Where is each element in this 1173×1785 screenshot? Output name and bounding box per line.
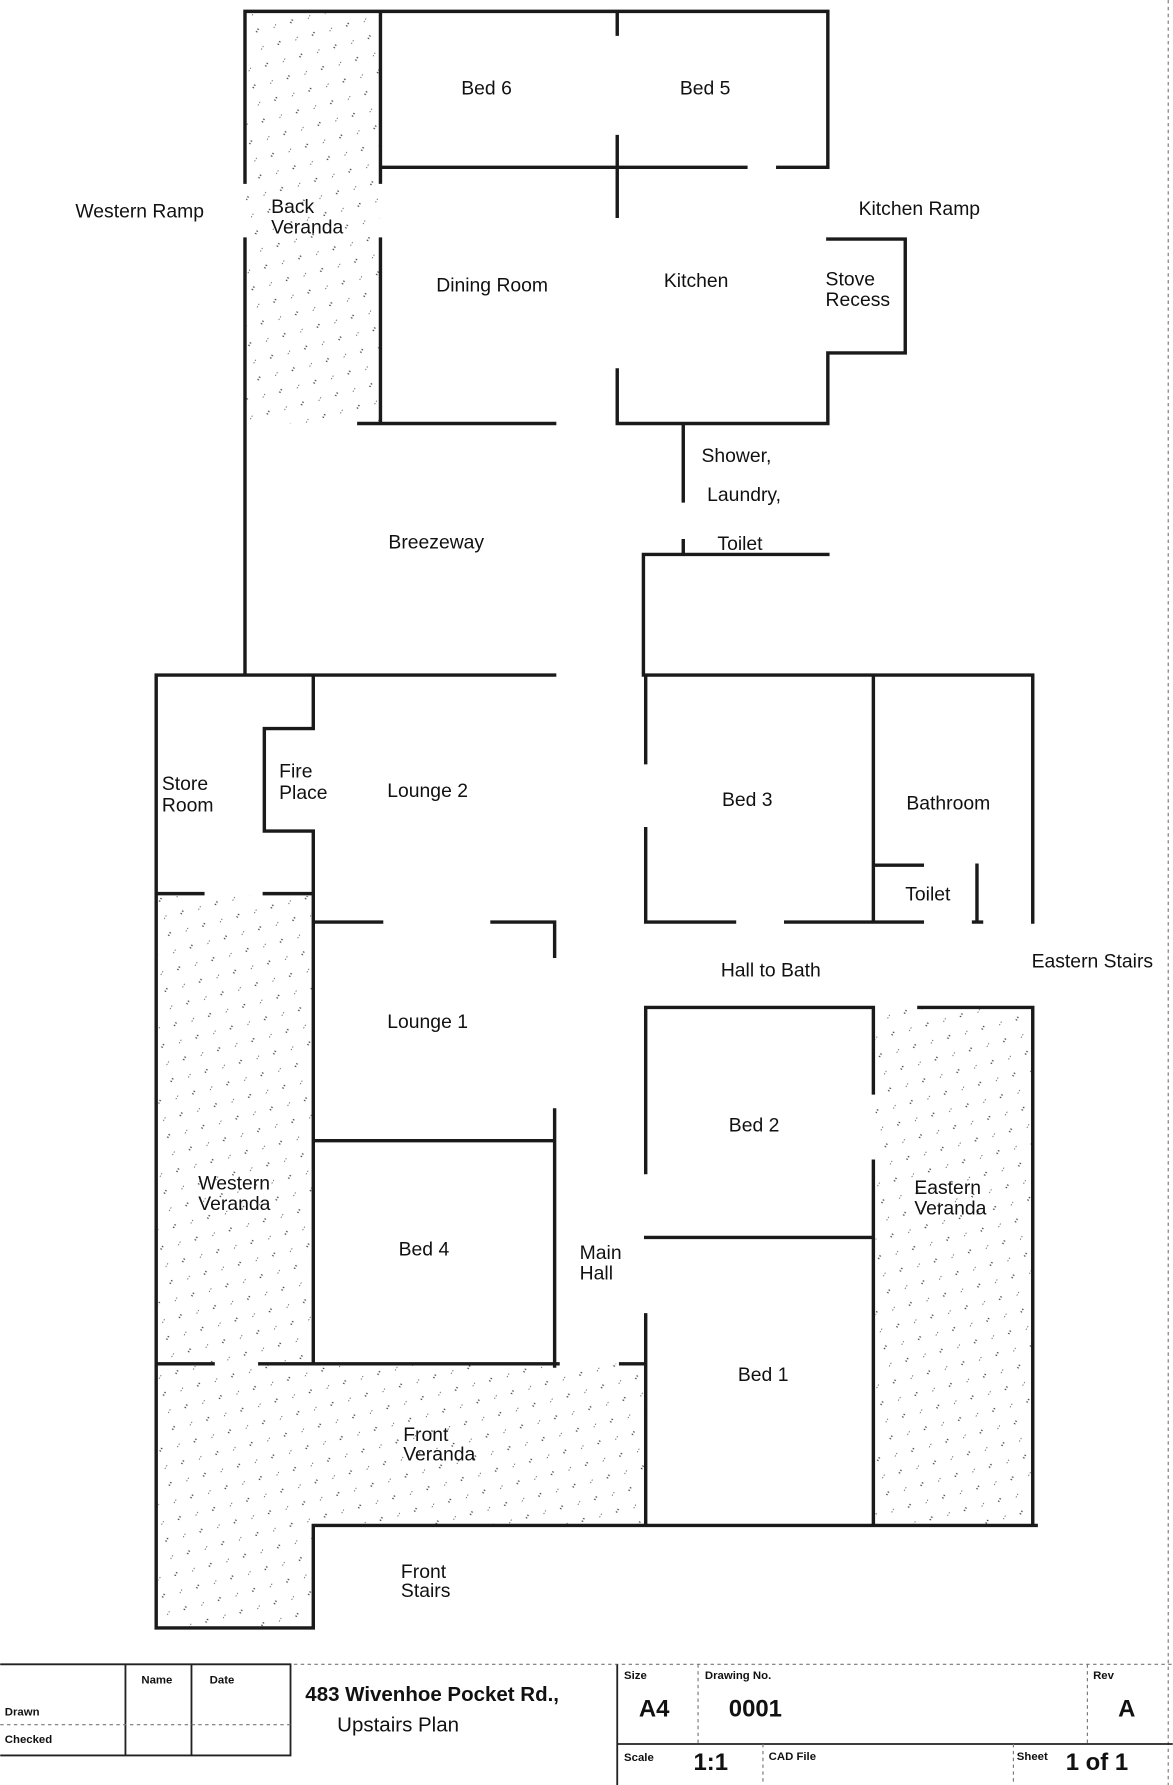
size-value: A4 (639, 1696, 670, 1723)
label-laundry: Laundry, (707, 484, 781, 506)
size-label: Size (624, 1670, 647, 1682)
label-front-veranda-1: Front (403, 1424, 449, 1446)
front-veranda-area (158, 1363, 646, 1526)
room-labels: Bed 6 Bed 5 Western Ramp Back Veranda Ki… (75, 77, 1153, 1602)
label-western-veranda-2: Veranda (198, 1193, 270, 1215)
label-eastern-stairs: Eastern Stairs (1032, 951, 1153, 973)
label-bed4: Bed 4 (399, 1239, 450, 1261)
label-breezeway: Breezeway (388, 532, 484, 554)
label-western-ramp: Western Ramp (75, 200, 204, 222)
label-western-veranda-1: Western (198, 1173, 270, 1195)
name-header: Name (141, 1675, 172, 1687)
project-address: 483 Wivenhoe Pocket Rd., (305, 1683, 559, 1706)
label-front-veranda-2: Veranda (403, 1444, 475, 1466)
front-veranda-stair-area (158, 1525, 313, 1627)
label-kitchen-ramp: Kitchen Ramp (859, 198, 981, 220)
walls (154, 9, 1038, 1630)
label-toilet: Toilet (905, 883, 951, 905)
eastern-veranda-area (875, 1008, 1032, 1525)
drawing-subtitle: Upstairs Plan (337, 1713, 459, 1736)
western-veranda-area (158, 895, 313, 1364)
label-kitchen: Kitchen (664, 270, 729, 292)
label-back-veranda-2: Veranda (271, 216, 343, 238)
label-main-hall-1: Main (580, 1242, 622, 1264)
sheet-label: Sheet (1017, 1751, 1048, 1763)
sheet-value: 1 of 1 (1066, 1749, 1128, 1776)
label-shower: Shower, (701, 445, 771, 467)
label-front-stairs-2: Stairs (401, 1580, 450, 1602)
label-bed5: Bed 5 (680, 77, 731, 99)
rev-value: A (1118, 1696, 1135, 1723)
label-fire-place-2: Place (279, 782, 327, 804)
scale-value: 1:1 (694, 1749, 729, 1776)
checked-label: Checked (5, 1734, 52, 1746)
label-lounge2: Lounge 2 (387, 780, 468, 802)
label-dining-room: Dining Room (436, 274, 548, 296)
label-bed1: Bed 1 (738, 1364, 789, 1386)
label-stove-recess-2: Recess (826, 289, 891, 311)
label-lounge1: Lounge 1 (387, 1011, 468, 1033)
label-bed2: Bed 2 (729, 1115, 780, 1137)
label-bed6: Bed 6 (461, 77, 512, 99)
drawing-no-label: Drawing No. (705, 1670, 771, 1682)
label-front-stairs-1: Front (401, 1561, 447, 1583)
label-fire-place-1: Fire (279, 761, 312, 783)
veranda-hatching (158, 13, 1032, 1627)
cad-file-label: CAD File (769, 1751, 816, 1763)
scale-label: Scale (624, 1752, 654, 1764)
label-eastern-veranda-2: Veranda (914, 1198, 986, 1220)
label-bed3: Bed 3 (722, 789, 773, 811)
label-store-room-2: Room (162, 795, 214, 817)
label-eastern-veranda-1: Eastern (914, 1177, 981, 1199)
label-hall-to-bath: Hall to Bath (721, 960, 821, 982)
label-stove-recess-1: Stove (826, 269, 875, 291)
date-header: Date (210, 1675, 235, 1687)
rev-label: Rev (1093, 1670, 1115, 1682)
back-veranda-area (246, 13, 380, 424)
label-back-veranda-1: Back (271, 196, 314, 218)
label-store-room-1: Store (162, 773, 208, 795)
drawing-no-value: 0001 (729, 1696, 782, 1723)
label-shower-toilet: Toilet (717, 533, 763, 555)
drawn-label: Drawn (5, 1707, 40, 1719)
label-bathroom: Bathroom (906, 792, 990, 814)
label-main-hall-2: Hall (580, 1263, 613, 1285)
